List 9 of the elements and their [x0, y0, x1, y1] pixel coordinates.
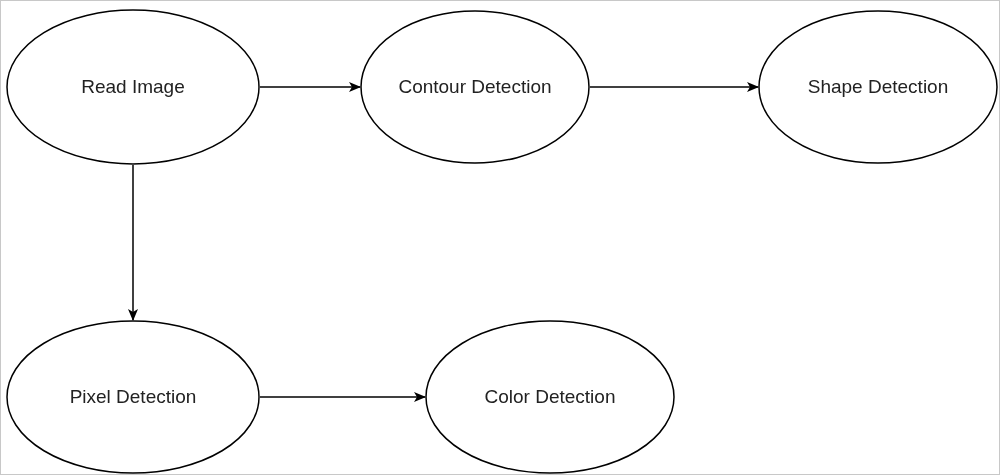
- arrow: [589, 82, 759, 92]
- arrow: [128, 164, 138, 321]
- node-label: Pixel Detection: [69, 386, 197, 408]
- arrow: [259, 82, 361, 92]
- node-label: Read Image: [81, 76, 185, 98]
- node-label: Contour Detection: [398, 76, 552, 98]
- node-label: Color Detection: [484, 386, 616, 408]
- node-label: Shape Detection: [807, 76, 949, 98]
- arrow: [259, 392, 426, 402]
